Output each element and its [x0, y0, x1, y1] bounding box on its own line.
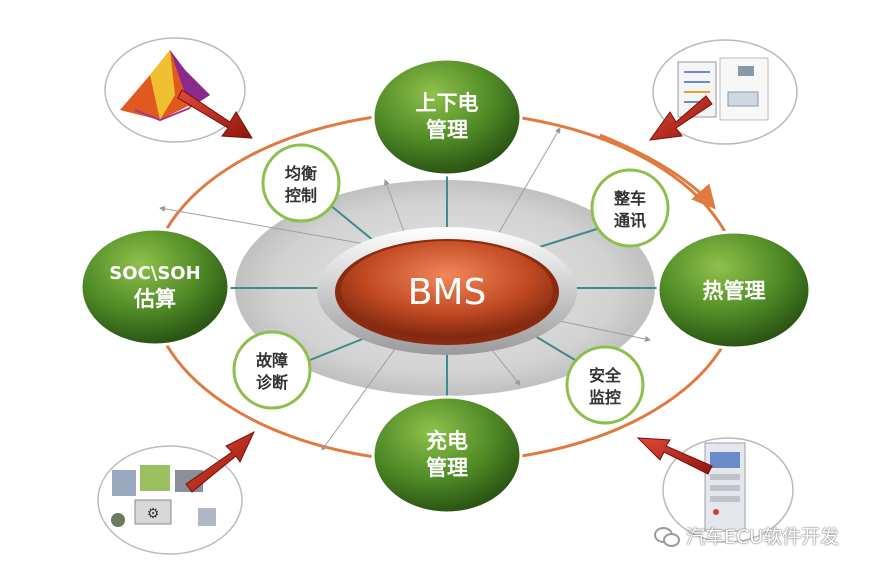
sub-node-vehicle-comm-line2: 通讯: [614, 211, 646, 230]
bms-label: BMS: [408, 272, 487, 313]
sub-node-safety-monitor: 安全 监控: [565, 345, 645, 425]
node-thermal: 热管理: [656, 230, 812, 350]
watermark: 汽车ECU软件开发: [654, 522, 839, 549]
thin-arrow-6: [321, 334, 406, 451]
sub-node-fault-diag-line1: 故障: [256, 351, 288, 370]
red-arrow-bottom-left: [185, 430, 256, 493]
red-arrow-bottom-right: [636, 437, 713, 475]
node-charging-line2: 管理: [426, 456, 468, 480]
bms-center-node: BMS: [317, 227, 577, 355]
wechat-icon: [654, 525, 680, 547]
sub-node-vehicle-comm: 整车 通讯: [590, 168, 670, 248]
sub-node-safety-line1: 安全: [589, 366, 622, 385]
sub-node-fault-diag-line2: 诊断: [256, 373, 288, 392]
node-soc-soh-line2: 估算: [133, 287, 176, 311]
sub-node-vehicle-comm-line1: 整车: [613, 189, 646, 208]
watermark-text: 汽车ECU软件开发: [686, 526, 840, 548]
node-soc-soh: SOC\SOH 估算: [79, 227, 231, 347]
connector-vehicle-comm: [529, 227, 601, 251]
sub-node-balance-line1: 均衡: [285, 164, 317, 183]
node-power-on-off-line2: 管理: [426, 118, 468, 142]
surface-plot-icon: [104, 37, 246, 143]
node-soc-soh-line1: SOC\SOH: [109, 263, 200, 284]
red-arrow-top-right: [648, 95, 713, 141]
red-arrow-top-left: [177, 89, 253, 139]
thin-arrow-1: [159, 205, 401, 251]
sub-node-fault-diag: 故障 诊断: [232, 330, 312, 410]
orbit-arrow-head: [599, 133, 716, 210]
thin-arrow-3: [489, 127, 561, 249]
thin-arrow-4: [544, 317, 651, 342]
sub-node-safety-line2: 监控: [589, 388, 621, 407]
svg-text:⚙: ⚙: [147, 506, 160, 522]
node-charging-line1: 充电: [426, 429, 468, 453]
sub-node-balance: 均衡 控制: [261, 143, 341, 223]
node-power-on-off-line1: 上下电: [416, 91, 479, 115]
node-power-on-off: 上下电 管理: [371, 57, 523, 177]
node-thermal-label: 热管理: [703, 279, 766, 303]
sub-node-balance-line2: 控制: [285, 186, 317, 205]
node-charging: 充电 管理: [371, 395, 523, 515]
